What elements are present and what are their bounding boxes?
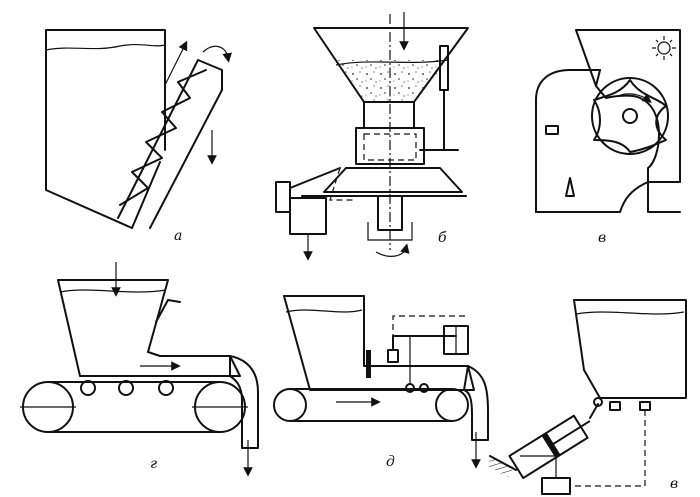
panel-e-pneumatic-gate: в — [487, 299, 687, 495]
panel-v-label: в — [598, 230, 606, 246]
panel-b-disc-feeder: б — [275, 12, 469, 261]
panel-e-label: в — [670, 476, 678, 492]
panel-d-label: д — [386, 454, 395, 470]
panel-a-label: а — [174, 228, 182, 244]
panel-v-drum-feeder: в — [535, 29, 681, 246]
panel-d-belt-feeder-control: д — [273, 295, 489, 470]
panel-g-belt-feeder: г — [20, 262, 259, 477]
panel-g-label: г — [150, 456, 157, 472]
panel-a-screw-feeder: а — [45, 29, 232, 244]
panel-b-label: б — [438, 230, 447, 246]
